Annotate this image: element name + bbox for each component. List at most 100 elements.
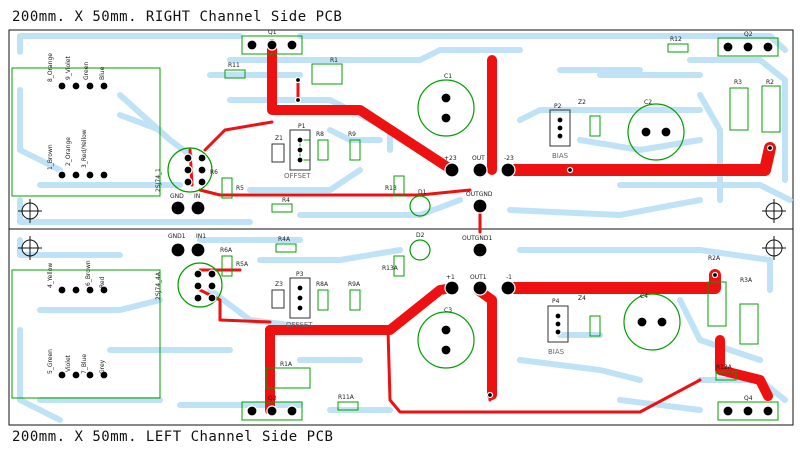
label-bwire-5: Grey [99, 359, 106, 374]
label-r5a: R5A [236, 261, 249, 268]
trimmers [271, 109, 571, 343]
label-outgnd1: OUTGND1 [462, 235, 493, 242]
label-outgnd: OUTGND [466, 191, 493, 198]
c3-outline [417, 311, 475, 369]
r12-body [667, 43, 689, 53]
top-board-title: 200mm. X 50mm. RIGHT Channel Side PCB [12, 9, 343, 25]
r18-body [589, 115, 601, 137]
q1-block [241, 35, 303, 55]
connector-bottom [11, 269, 161, 399]
label-bwire-3: 5_Green [47, 349, 54, 374]
r6a-body [221, 255, 233, 277]
label-bwire-2: 6_Brown [85, 260, 92, 286]
c2-outline [627, 103, 685, 161]
label-q2: Q2 [744, 31, 753, 38]
label-r6a: R6A [220, 247, 233, 254]
r5-body [221, 177, 233, 199]
label-z2: Z2 [578, 99, 586, 106]
r13a-body [393, 255, 405, 277]
bottom-board-title: 200mm. X 50mm. LEFT Channel Side PCB [12, 429, 334, 445]
d1-outline [409, 195, 431, 217]
d2-outline [409, 239, 431, 261]
label-q4: Q4 [744, 395, 753, 402]
r8a-body [317, 289, 329, 311]
label-r12a: R12A [716, 364, 733, 371]
r8-body [317, 139, 329, 161]
label-q1: Q1 [268, 29, 277, 36]
c1-outline [417, 79, 475, 137]
label-z4: Z4 [578, 295, 586, 302]
c4-outline [623, 293, 681, 351]
r11a-body [337, 401, 359, 411]
r9-body [349, 139, 361, 161]
label-r11a: R11A [338, 394, 355, 401]
bottom-copper-layer [17, 33, 793, 423]
label-r9a: R9A [348, 281, 361, 288]
bottom-board-outline [8, 228, 794, 426]
label-gnd1: GND1 [168, 233, 186, 240]
bottom-board-labels: Q4 Q3 R1A R11A R12A R3A R2A C3 C4 P3 P4 … [47, 232, 753, 402]
p3-body [289, 277, 311, 319]
p2-body [549, 109, 571, 147]
label-r8a: R8A [316, 281, 329, 288]
label-r9: R9 [348, 131, 356, 138]
label-p4: P4 [552, 298, 560, 305]
label-c4: C4 [640, 293, 648, 300]
label-p3: P3 [296, 271, 304, 278]
label-bwire-7: Red [99, 276, 106, 288]
r3-body [729, 87, 749, 131]
label-bias: BIAS [552, 152, 569, 160]
resistors [221, 43, 781, 411]
label-chip-bottom: 2SJ74_4A [155, 271, 162, 300]
r3a-body [739, 303, 759, 345]
label-wire-6: Green [83, 62, 90, 80]
terminal-blocks [11, 35, 779, 421]
label-r5: R5 [236, 185, 244, 192]
label-bwire-4: 7_Blue [81, 354, 88, 374]
label-plus23: +23 [444, 155, 457, 162]
label-wire-4: 8_Orange [47, 53, 54, 82]
q4-block [717, 401, 779, 421]
label-r2: R2 [766, 79, 774, 86]
label-out: OUT [472, 155, 485, 162]
label-r4: R4 [282, 197, 290, 204]
label-c3: C3 [444, 307, 452, 314]
r1a-body [265, 367, 311, 389]
label-r4a: R4A [278, 236, 291, 243]
label-r3: R3 [734, 79, 742, 86]
label-plus1: +1 [446, 274, 455, 281]
label-wire-3: 3_Red/Yellow [81, 129, 88, 168]
label-in1: IN1 [196, 233, 206, 240]
label-z3: Z3 [275, 281, 283, 288]
label-r1a: R1A [280, 361, 293, 368]
q3-block [241, 401, 303, 421]
r1-body [311, 63, 343, 85]
label-offset: OFFSET [284, 172, 311, 180]
label-wire-2: 2_Orange [65, 137, 72, 166]
label-out1: OUT1 [470, 274, 487, 281]
label-wire-7: Blue [99, 66, 106, 80]
top-copper-layer [188, 39, 776, 415]
label-r3a: R3A [740, 277, 753, 284]
label-wire-1: 1_Brown [47, 144, 54, 170]
label-p2: P2 [554, 103, 562, 110]
label-p1: P1 [298, 123, 306, 130]
z1-body [271, 143, 285, 163]
r11-body [224, 69, 246, 79]
label-c2: C2 [644, 99, 652, 106]
q2-block [717, 37, 779, 57]
r9a-body [349, 289, 361, 311]
r2-body [761, 85, 781, 133]
label-r13a: R13A [382, 265, 399, 272]
label-wire-5: 9_Violet [65, 56, 72, 80]
label-r1: R1 [330, 57, 338, 64]
label-minus1: -1 [506, 274, 512, 281]
label-r2a: R2A [708, 255, 721, 262]
label-in: IN [194, 193, 200, 200]
chip-top-outline [167, 147, 213, 193]
label-z1: Z1 [275, 135, 283, 142]
z3-body [271, 289, 285, 309]
label-bwire-1: 4_Yellow [47, 263, 54, 288]
r4-body [271, 203, 293, 213]
label-r11: R11 [228, 62, 240, 69]
